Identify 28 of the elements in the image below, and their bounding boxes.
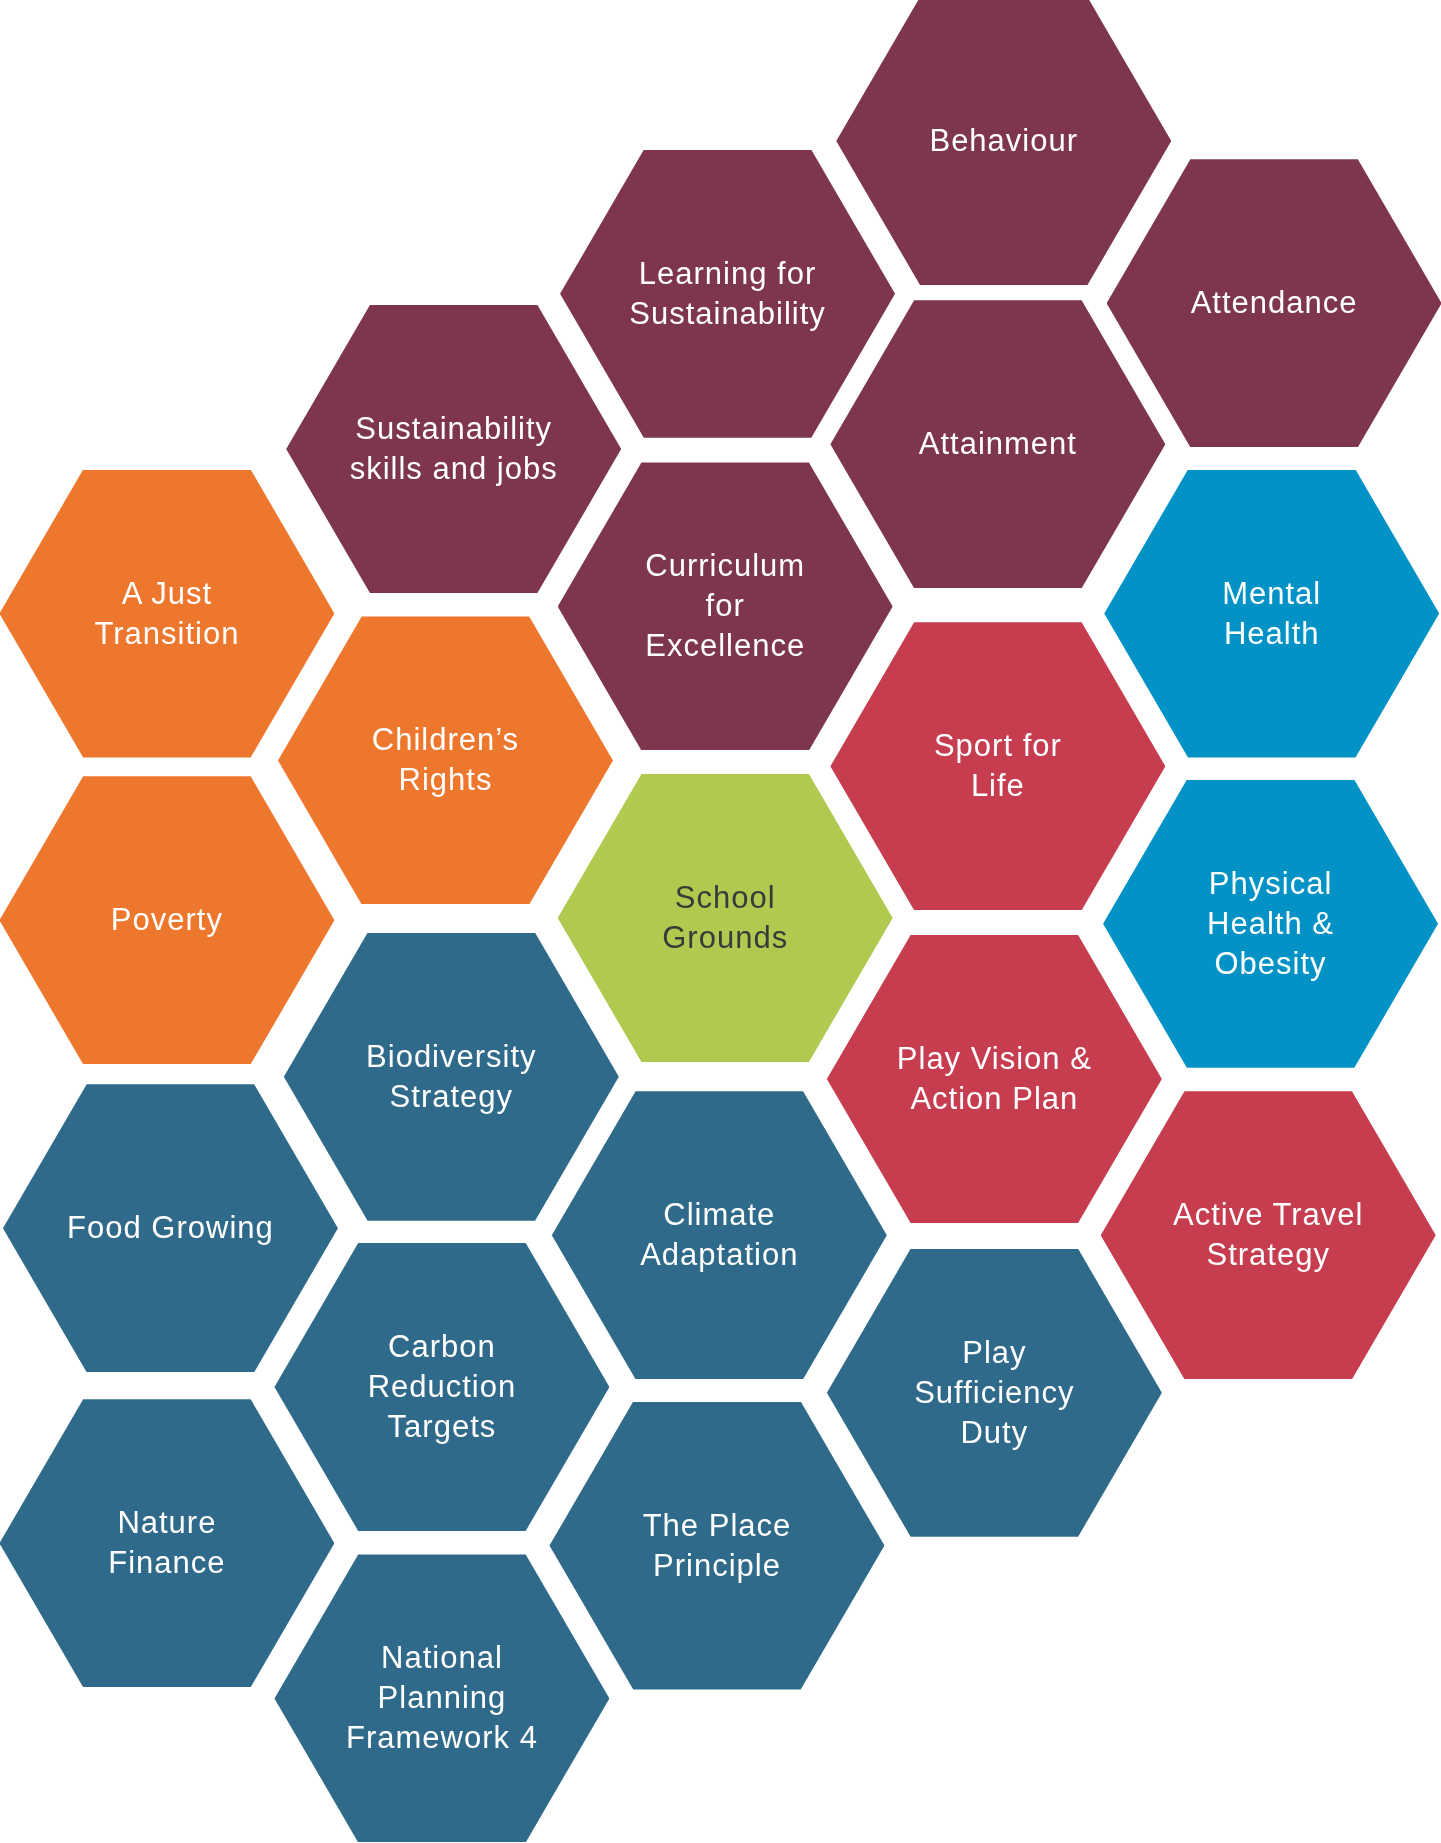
- tile-label: Poverty: [110, 901, 223, 940]
- hexagon-tile: [0, 1399, 335, 1688]
- tile-label: Carbon Reduction Targets: [366, 1327, 518, 1446]
- hexagon-tile: [0, 776, 335, 1065]
- tile-label: Play Sufficiency Duty: [913, 1333, 1076, 1452]
- tile-label: Attendance: [1190, 284, 1358, 323]
- tile-label: Nature Finance: [107, 1504, 227, 1583]
- tile-label: Mental Health: [1221, 574, 1323, 653]
- tile-label: Food Growing: [67, 1209, 274, 1248]
- tile-label: School Grounds: [661, 878, 790, 957]
- tile-label: National Planning Framework 4: [345, 1639, 539, 1758]
- tile-label: Play Vision & Action Plan: [895, 1040, 1093, 1118]
- tile-label: Curriculum for Excellence: [644, 547, 807, 666]
- tile-label: The Place Principle: [641, 1506, 793, 1585]
- tile-label: Attainment: [918, 425, 1077, 464]
- tile-label: Behaviour: [929, 122, 1079, 161]
- tile-label: Active Travel Strategy: [1172, 1196, 1365, 1275]
- tile-label: Learning for Sustainability: [628, 254, 827, 333]
- tile-label: Biodiversity Strategy: [365, 1037, 538, 1116]
- tile-label: A Just Transition: [93, 574, 241, 653]
- hexagon-tile: [1106, 159, 1441, 448]
- hexagon-tile: [1104, 469, 1440, 758]
- tile-label: Physical Health & Obesity: [1206, 864, 1335, 983]
- tile-label: Sport for Life: [932, 727, 1063, 806]
- hexagon-tile: [0, 469, 335, 758]
- tile-label: Climate Adaptation: [639, 1196, 800, 1275]
- tile-label: Sustainability skills and jobs: [348, 410, 559, 488]
- tile-label: Children’s Rights: [370, 721, 521, 800]
